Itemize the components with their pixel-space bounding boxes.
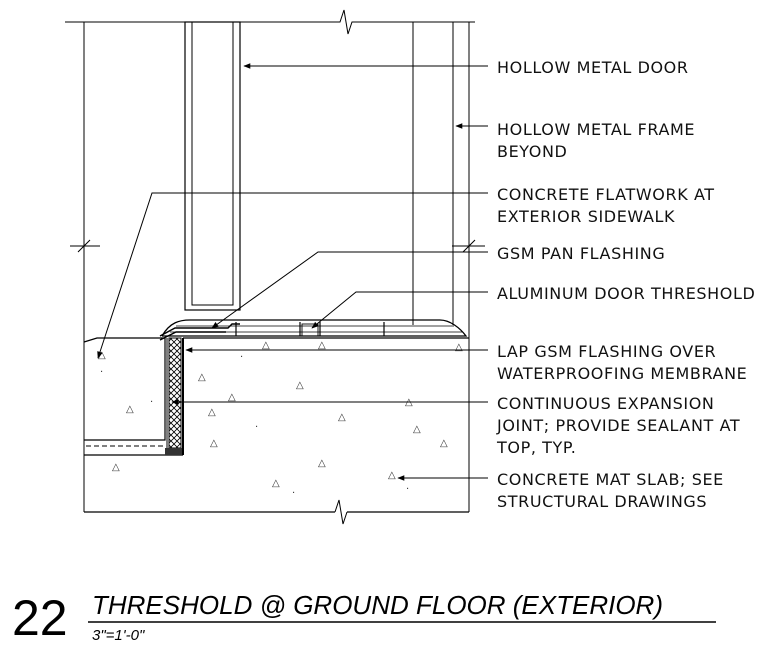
svg-text:△: △	[198, 372, 206, 383]
detail-number: 22	[12, 590, 68, 646]
svg-text:△: △	[210, 438, 218, 449]
top-break-line	[65, 9, 475, 35]
hollow-metal-frame	[412, 22, 454, 325]
leader-threshold	[311, 291, 488, 329]
svg-text:△: △	[126, 404, 134, 415]
note-concrete-flatwork: CONCRETE FLATWORK AT EXTERIOR SIDEWALK	[497, 185, 720, 226]
svg-text:△: △	[228, 392, 236, 403]
leader-lines	[97, 63, 488, 481]
concrete-aggregate: △ · △ · △ △ · △ △ △ △ △ △ △ △ △ △ △ · △ …	[98, 340, 463, 499]
note-gsm-pan-flashing: GSM PAN FLASHING	[497, 244, 665, 263]
detail-title: THRESHOLD @ GROUND FLOOR (EXTERIOR)	[92, 590, 663, 620]
leader-flatwork	[97, 192, 488, 359]
note-expansion-joint: CONTINUOUS EXPANSION JOINT; PROVIDE SEAL…	[496, 394, 746, 457]
note-aluminum-threshold: ALUMINUM DOOR THRESHOLD	[497, 284, 755, 303]
aluminum-threshold	[161, 319, 468, 337]
svg-text:△: △	[208, 407, 216, 418]
leader-pan-flashing	[211, 251, 488, 329]
svg-text:△: △	[112, 462, 120, 473]
svg-text:△: △	[413, 424, 421, 435]
hollow-metal-door	[184, 21, 241, 311]
svg-text:·: ·	[406, 484, 409, 495]
wall-lines	[70, 22, 485, 512]
svg-text:△: △	[262, 340, 270, 351]
expansion-joint	[165, 337, 184, 455]
title-block: 22 THRESHOLD @ GROUND FLOOR (EXTERIOR) 3…	[12, 590, 716, 646]
svg-text:·: ·	[255, 422, 258, 433]
note-hollow-metal-frame: HOLLOW METAL FRAME BEYOND	[497, 120, 701, 161]
detail-scale: 3"=1'-0"	[92, 627, 145, 644]
concrete-flatwork	[83, 337, 166, 447]
svg-text:△: △	[455, 342, 463, 353]
note-concrete-mat-slab: CONCRETE MAT SLAB; SEE STRUCTURAL DRAWIN…	[497, 470, 730, 511]
concrete-mat-slab	[84, 337, 469, 525]
svg-text:△: △	[272, 478, 280, 489]
svg-text:△: △	[318, 458, 326, 469]
svg-text:·: ·	[240, 352, 243, 363]
svg-text:△: △	[338, 412, 346, 423]
svg-text:·: ·	[100, 367, 103, 378]
svg-text:△: △	[296, 380, 304, 391]
svg-text:△: △	[440, 438, 448, 449]
svg-text:△: △	[388, 470, 396, 481]
callout-notes: HOLLOW METAL DOOR HOLLOW METAL FRAME BEY…	[496, 58, 755, 511]
svg-text:·: ·	[292, 488, 295, 499]
svg-text:△: △	[318, 340, 326, 351]
note-lap-gsm-flashing: LAP GSM FLASHING OVER WATERPROOFING MEMB…	[497, 342, 747, 383]
note-hollow-metal-door: HOLLOW METAL DOOR	[497, 58, 689, 77]
svg-text:·: ·	[150, 397, 153, 408]
